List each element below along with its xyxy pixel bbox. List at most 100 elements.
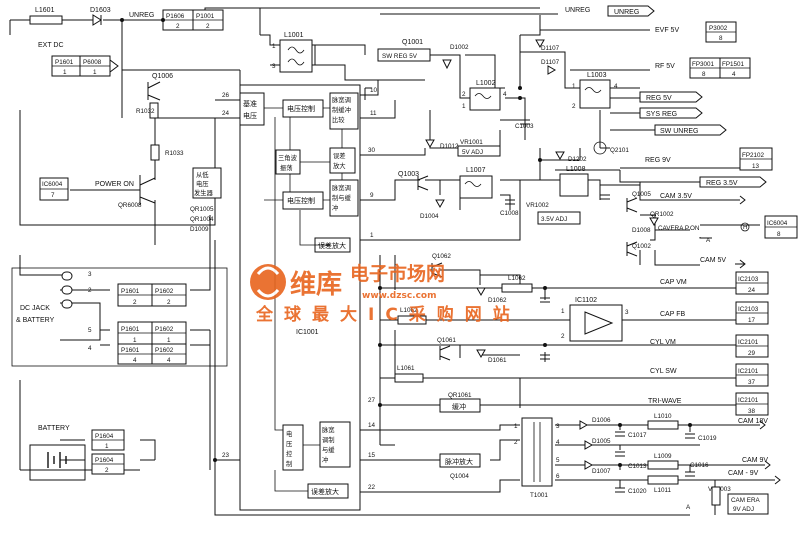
regulator-section: L1001 1 3 Q1001 SW REG 5V D1002 L1002 2 … [272, 32, 750, 257]
resistor-r1032 [149, 102, 159, 119]
connector-p1602b-name: P1602 [155, 288, 174, 295]
inductor-l1062a [501, 283, 533, 293]
watermark-logo: 维库 电子市场网 www.dzsc.com 全球最大IC采购网站 [250, 262, 521, 325]
connector-p6008-pin: 1 [93, 69, 97, 76]
net-sysreg-box [639, 107, 703, 119]
label-d1007: D1007 [592, 468, 611, 475]
connector-p1606-name: P1606 [166, 13, 185, 20]
net-cam35v: CAM 3.5V [660, 193, 692, 200]
connector-fp3001-name: FP3001 [692, 61, 715, 68]
pin-ic1102-2: 2 [561, 333, 565, 340]
pin-l1002-1: 1 [462, 103, 466, 110]
label-l1062b: L1062 [400, 307, 418, 314]
label-qr6008: QR6008 [118, 202, 142, 209]
pin-23: 23 [222, 452, 230, 459]
pin-27: 27 [368, 397, 376, 404]
pin-ic1102-3: 3 [625, 309, 629, 316]
connector-ic6004a-pin: 7 [51, 192, 55, 199]
label-d1008: D1008 [632, 227, 651, 234]
ic-block-vctrl3-text-4: 制 [286, 459, 292, 468]
ic1001-label: IC1001 [296, 329, 319, 336]
connector-p1001-pin: 2 [206, 23, 210, 30]
pin-9: 9 [370, 192, 374, 199]
inductor-l1003 [579, 79, 611, 109]
label-q1002: Q1002 [632, 243, 651, 250]
diode-d1107b [547, 65, 557, 75]
net-unreg-top: UNREG [565, 7, 590, 14]
pin-l1003-1: 1 [572, 83, 576, 90]
label-camera-adj-2: 9V ADJ [733, 506, 754, 513]
label-power-on: POWER ON [95, 181, 134, 188]
connector-ic2103b-name: IC2103 [738, 306, 759, 313]
diode-d1006 [579, 420, 589, 430]
wires [9, 7, 760, 516]
label-circ-a: A [706, 237, 711, 244]
ic-block-vctrl3-text-3: 控 [286, 449, 293, 458]
connector-ic2101c-pin: 38 [748, 408, 756, 415]
label-qr1005: QR1005 [190, 206, 214, 213]
camera-adj-box [727, 493, 769, 515]
outputs: UNREG UNREG EVF 5V P3002 8 RF 5V FP3001 … [565, 5, 798, 485]
jack-contact-3 [61, 299, 73, 309]
ic-block-pwm3-text-2: 调制 [322, 435, 335, 444]
net-unreg-arrow-box [607, 5, 655, 17]
diode-d1107a [535, 39, 545, 49]
connector-p1601a-pin: 1 [63, 69, 67, 76]
pin-l1001-3: 3 [272, 63, 276, 70]
pin-1: 1 [370, 232, 374, 239]
label-d1202: D1202 [568, 156, 587, 163]
label-d1603: D1603 [90, 7, 111, 14]
ic-block-vctrl3 [282, 424, 304, 471]
ic-block-ref-text-1: 基准 [243, 99, 257, 108]
label-q1004: Q1004 [450, 473, 469, 480]
pin-14: 14 [368, 422, 376, 429]
label-vr1002: VR1002 [526, 202, 549, 209]
inductor-l1601 [29, 15, 63, 25]
ic-block-vctrl1-text: 电压控制 [287, 104, 315, 113]
diode-d1061 [476, 349, 486, 359]
connector-p1601d-pin: 4 [133, 357, 137, 364]
label-vr1002-adj: 3.5V ADJ [541, 216, 567, 223]
watermark-slogan: 全球最大IC采购网站 [255, 304, 521, 325]
label-d1009: D1009 [190, 226, 209, 233]
connector-ic2101a-name: IC2101 [738, 339, 759, 346]
input-section: L1601 D1603 UNREG EXT DC P1601 1 P6008 1… [29, 7, 224, 233]
label-l1601: L1601 [35, 7, 55, 14]
pin-l1003-2: 2 [572, 103, 576, 110]
label-pulse-amp: 脉冲放大 [445, 457, 473, 466]
arrow-p6008 [109, 59, 119, 73]
jack-contact-2 [61, 285, 73, 295]
symbol-camera-pon-circle [740, 222, 750, 232]
label-d1062: D1062 [488, 297, 507, 304]
block-gen-text-2: 电压 [196, 179, 209, 188]
net-cam18v: CAM 18V [738, 418, 768, 425]
net-rf5v: RF 5V [655, 63, 675, 70]
label-c1008: C1008 [500, 210, 519, 217]
transformer-t1001 [521, 417, 553, 487]
label-a-bottom: A [686, 504, 691, 511]
label-qr1061: QR1061 [448, 392, 472, 399]
diode-d1005 [584, 440, 594, 450]
net-cam5v: CAM 5V [700, 257, 726, 264]
pin-l1002-4: 4 [503, 91, 507, 98]
opamp-ic1102 [584, 311, 614, 335]
pin-t4: 4 [88, 345, 92, 352]
net-reg5v-box [639, 91, 703, 103]
connector-ic6004b-name: IC6004 [767, 220, 788, 227]
connector-p1602d-name: P1602 [155, 347, 174, 354]
connector-p1602b-pin: 2 [167, 299, 171, 306]
connector-p1606-pin: 2 [176, 23, 180, 30]
label-c1017: C1017 [628, 432, 647, 439]
ic-block-pwm1-text-1: 脉宽调 [332, 95, 351, 104]
connector-fp1501-name: FP1501 [722, 61, 745, 68]
connector-ic6004b-pin: 8 [777, 231, 781, 238]
ic-block-vctrl2 [282, 191, 324, 210]
diode-d1202 [555, 151, 565, 161]
pin-30: 30 [368, 147, 376, 154]
net-reg35v: REG 3.5V [706, 180, 738, 187]
label-l1002: L1002 [476, 80, 496, 87]
inductor-l1010 [647, 420, 679, 430]
net-cylsw: CYL SW [650, 368, 677, 375]
net-triwave: TRI-WAVE [648, 398, 682, 405]
